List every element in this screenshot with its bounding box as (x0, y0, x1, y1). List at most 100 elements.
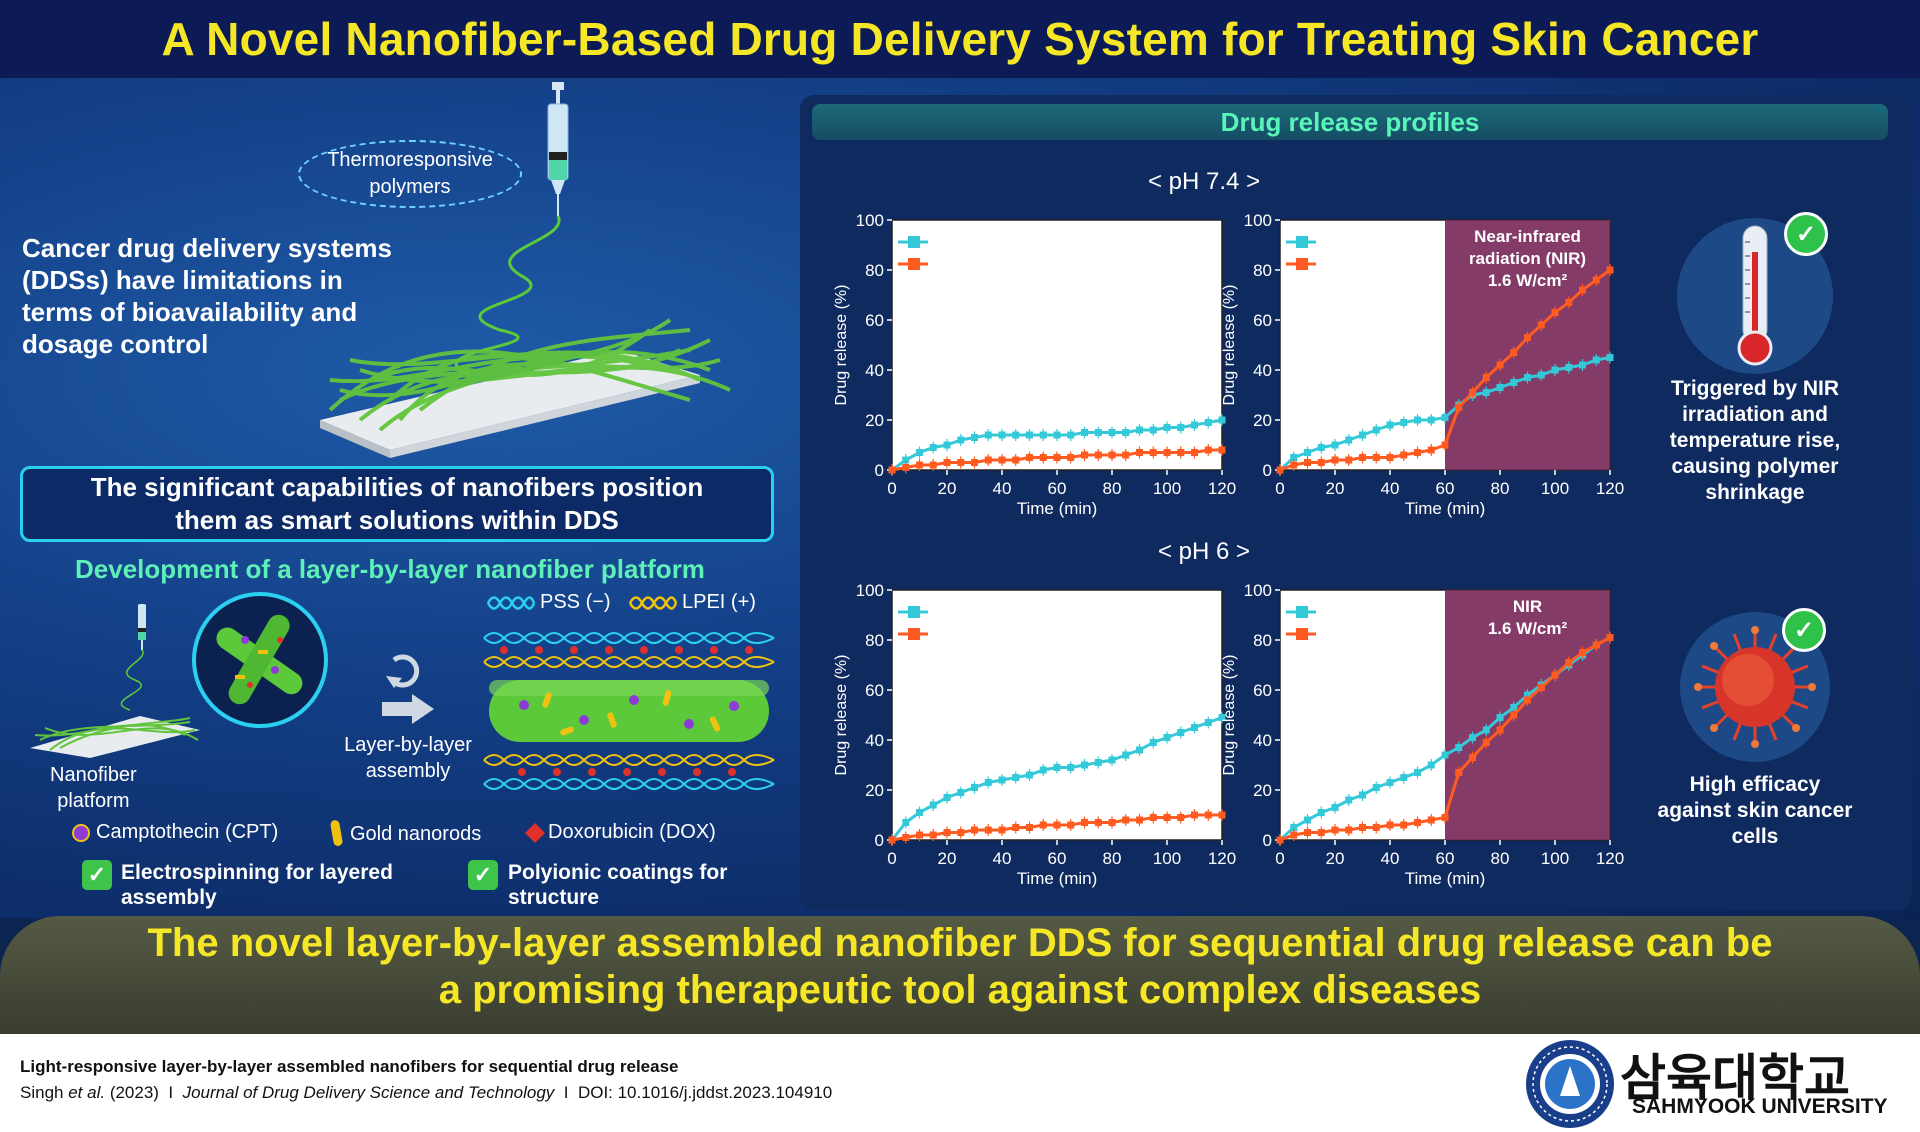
capabilities-box: The significant capabilities of nanofibe… (20, 466, 774, 542)
data-point (1496, 714, 1504, 721)
legend-marker (908, 236, 920, 248)
data-point (1081, 451, 1088, 459)
data-point (916, 461, 923, 469)
data-point (1386, 454, 1394, 461)
x-tick-label: 80 (1103, 479, 1122, 498)
data-point (1414, 416, 1421, 424)
thermometer-icon (1737, 225, 1773, 366)
data-point (1094, 451, 1102, 459)
data-point (1441, 814, 1449, 821)
data-point (1191, 811, 1198, 819)
profiles-title: Drug release profiles (1220, 106, 1480, 137)
conclusion-text: The novel layer-by-layer assembled nanof… (0, 920, 1920, 1014)
y-tick-label: 60 (1253, 311, 1272, 330)
pss-label: PSS (−) (540, 591, 611, 613)
data-point (1414, 819, 1421, 826)
x-tick-label: 20 (1326, 849, 1345, 868)
x-tick-label: 60 (1436, 479, 1455, 498)
data-point (1359, 791, 1366, 799)
y-tick-label: 60 (865, 681, 884, 700)
nanofiber-platform-line-2: platform (57, 790, 130, 812)
nir-trigger-text: Triggered by NIR irradiation and tempera… (1640, 376, 1870, 506)
legend-label: CPT (1320, 254, 1358, 275)
data-point (1039, 821, 1047, 829)
efficacy-line-3: cells (1731, 825, 1779, 848)
intro-line-3: terms of bioavailability and (22, 297, 358, 327)
data-point (1218, 416, 1226, 424)
data-point (1094, 429, 1102, 436)
data-point (1469, 389, 1476, 396)
nir-text-line-4: causing polymer (1671, 455, 1839, 478)
data-point (1496, 361, 1504, 369)
data-point (998, 776, 1006, 784)
data-point (1606, 354, 1614, 361)
y-tick-label: 80 (1253, 261, 1272, 280)
y-tick-label: 60 (865, 311, 884, 330)
reference-citation: Singh et al. (2023) I Journal of Drug De… (20, 1083, 832, 1103)
y-tick-label: 20 (1253, 781, 1272, 800)
data-point (957, 459, 965, 466)
data-point (1290, 824, 1298, 831)
magnified-fiber-circle (192, 592, 328, 728)
data-point (1482, 726, 1490, 734)
legend-label: DOX (932, 232, 974, 253)
x-tick-label: 0 (1275, 479, 1284, 498)
data-point (888, 836, 896, 844)
x-tick-label: 0 (1275, 849, 1284, 868)
data-point (1359, 454, 1366, 461)
data-point (1524, 696, 1531, 704)
data-point (1122, 751, 1130, 759)
x-axis-label: Time (min) (1405, 499, 1486, 518)
check2-line-1: Polyionic coatings for (508, 861, 728, 884)
data-point (1163, 734, 1171, 741)
legend-marker (908, 628, 920, 640)
x-axis-label: Time (min) (1017, 869, 1098, 888)
legend-label: DOX (1320, 232, 1362, 253)
data-point (971, 434, 978, 441)
data-point (1400, 774, 1408, 781)
legend-marker (908, 606, 920, 618)
y-tick-label: 40 (1253, 361, 1272, 380)
legend-marker (908, 258, 920, 270)
legend-label: CPT (932, 254, 970, 275)
data-point (1108, 451, 1116, 459)
data-point (1592, 641, 1600, 649)
y-tick-label: 60 (1253, 681, 1272, 700)
data-point (1565, 299, 1573, 306)
data-point (1012, 824, 1020, 831)
y-axis-label: Drug release (%) (1221, 285, 1238, 406)
x-tick-label: 80 (1103, 849, 1122, 868)
lpei-label: LPEI (+) (682, 591, 756, 613)
data-point (984, 779, 992, 786)
x-axis-label: Time (min) (1405, 869, 1486, 888)
data-point (1565, 659, 1573, 666)
y-tick-label: 0 (875, 461, 884, 480)
data-point (1081, 429, 1088, 436)
x-tick-label: 20 (938, 479, 957, 498)
x-tick-label: 60 (1048, 849, 1067, 868)
legend-marker (1296, 628, 1308, 640)
data-point (916, 809, 923, 816)
data-point (1592, 276, 1600, 284)
data-point (1304, 459, 1311, 466)
data-point (1204, 419, 1212, 426)
data-point (902, 456, 910, 464)
x-tick-label: 40 (1381, 849, 1400, 868)
data-point (1496, 384, 1504, 391)
pss-helix-icon (486, 596, 536, 610)
legend-dox: Doxorubicin (DOX) (548, 821, 716, 843)
data-point (1067, 431, 1075, 439)
data-point (1149, 739, 1157, 746)
data-point (1510, 704, 1518, 711)
intro-line-1: Cancer drug delivery systems (22, 233, 392, 263)
x-axis-label: Time (min) (1017, 499, 1098, 518)
x-tick-label: 60 (1436, 849, 1455, 868)
data-point (1067, 821, 1075, 829)
data-point (929, 831, 937, 839)
data-point (1290, 454, 1298, 461)
data-point (1496, 726, 1504, 734)
data-point (1039, 454, 1047, 461)
data-point (1331, 804, 1339, 811)
nir-band (1445, 220, 1610, 470)
